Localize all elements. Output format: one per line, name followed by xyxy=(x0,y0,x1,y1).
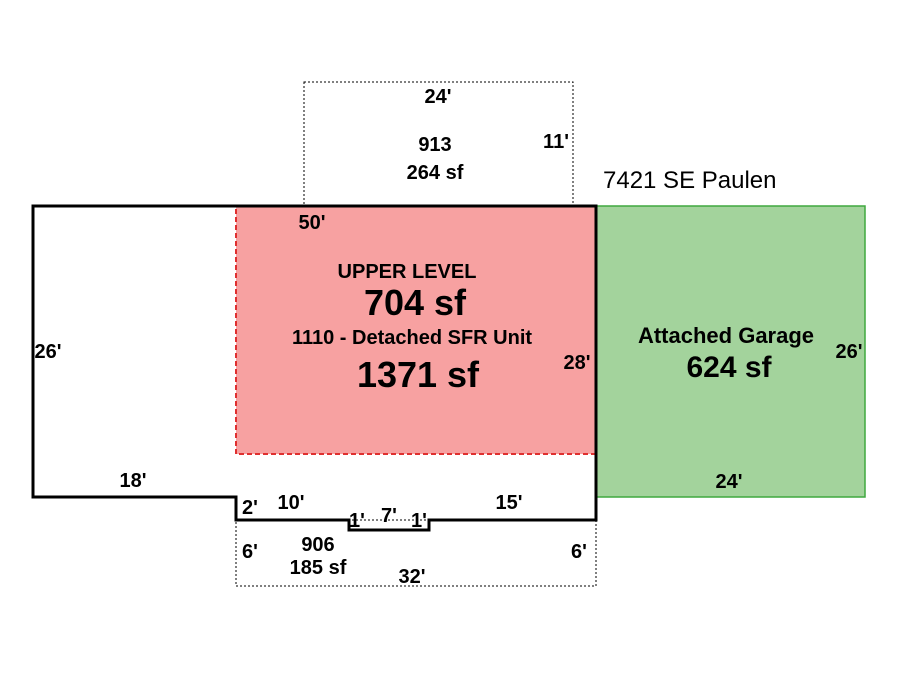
garage-right-dimension: 26' xyxy=(835,341,862,363)
garage-area-label: 624 sf xyxy=(686,351,772,384)
step-dimension-1-left: 1' xyxy=(349,510,365,532)
garage-area xyxy=(595,205,866,498)
garage-bottom-dimension: 24' xyxy=(715,471,742,493)
top-addition-outline xyxy=(303,81,574,207)
property-address: 7421 SE Paulen xyxy=(603,167,776,194)
bottom-addition-area: 185 sf xyxy=(290,557,347,579)
main-bottom-left-dimension: 18' xyxy=(119,470,146,492)
bottom-addition-outline xyxy=(235,519,597,587)
upper-level-area-label: 704 sf xyxy=(364,282,467,323)
main-left-dimension: 26' xyxy=(34,341,61,363)
main-right-dimension: 28' xyxy=(563,352,590,374)
step-dimension-2: 2' xyxy=(242,497,258,519)
main-house-outline xyxy=(31,204,598,532)
main-top-dimension: 50' xyxy=(298,212,325,234)
top-addition-area: 264 sf xyxy=(407,162,464,184)
unit-area: 1371 sf xyxy=(357,354,480,395)
step-dimension-10: 10' xyxy=(277,492,304,514)
bottom-addition-bottom-dimension: 32' xyxy=(398,566,425,588)
top-addition-height-label: 11' xyxy=(543,131,569,153)
step-dimension-15: 15' xyxy=(495,492,522,514)
step-dimension-7: 7' xyxy=(381,505,397,527)
bottom-addition-right-dimension: 6' xyxy=(571,541,587,563)
top-addition-code: 913 xyxy=(418,134,451,156)
unit-description: 1110 - Detached SFR Unit xyxy=(292,327,532,349)
top-addition-width-label: 24' xyxy=(424,86,451,108)
bottom-addition-code: 906 xyxy=(301,534,334,556)
upper-level-title: UPPER LEVEL xyxy=(338,261,477,283)
upper-level-area xyxy=(235,205,597,455)
step-dimension-1-right: 1' xyxy=(411,510,427,532)
garage-title: Attached Garage xyxy=(638,323,814,348)
bottom-addition-left-dimension: 6' xyxy=(242,541,258,563)
